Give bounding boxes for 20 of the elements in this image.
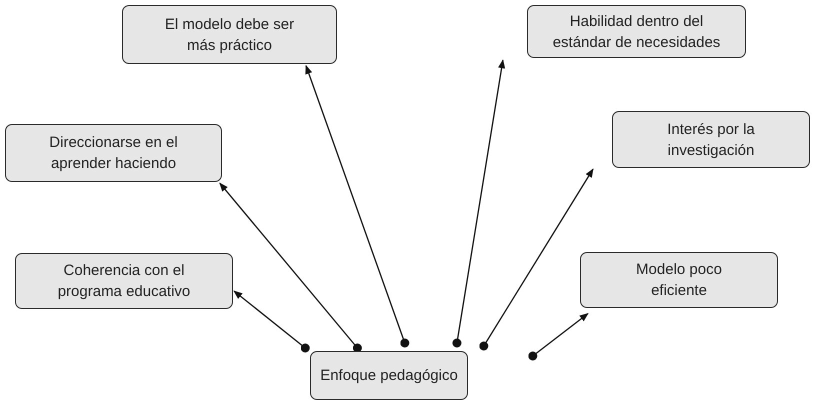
arrow	[219, 182, 362, 352]
concept-box	[5, 124, 222, 182]
arrow	[305, 64, 410, 348]
node-text: Modelo poco eficiente	[635, 260, 723, 301]
node-text: Coherencia con el programa educativo	[56, 261, 192, 302]
concept-box	[122, 5, 337, 64]
node-text: Direccionarse en el aprender haciendo	[48, 133, 179, 174]
concept-box	[15, 253, 233, 309]
arrow	[479, 168, 594, 350]
concept-box	[527, 5, 746, 58]
node-text: Enfoque pedagógico	[320, 366, 458, 386]
arrow	[233, 290, 310, 352]
node-text: Interés por la investigación	[666, 120, 756, 160]
node-text: El modelo debe ser más práctico	[164, 14, 296, 56]
concept-box	[612, 111, 810, 168]
concept-box	[580, 252, 778, 308]
node-text: Habilidad dentro del estándar de necesidades	[552, 12, 722, 52]
arrow	[452, 59, 506, 348]
concept-box	[310, 351, 468, 400]
arrow	[528, 313, 589, 360]
